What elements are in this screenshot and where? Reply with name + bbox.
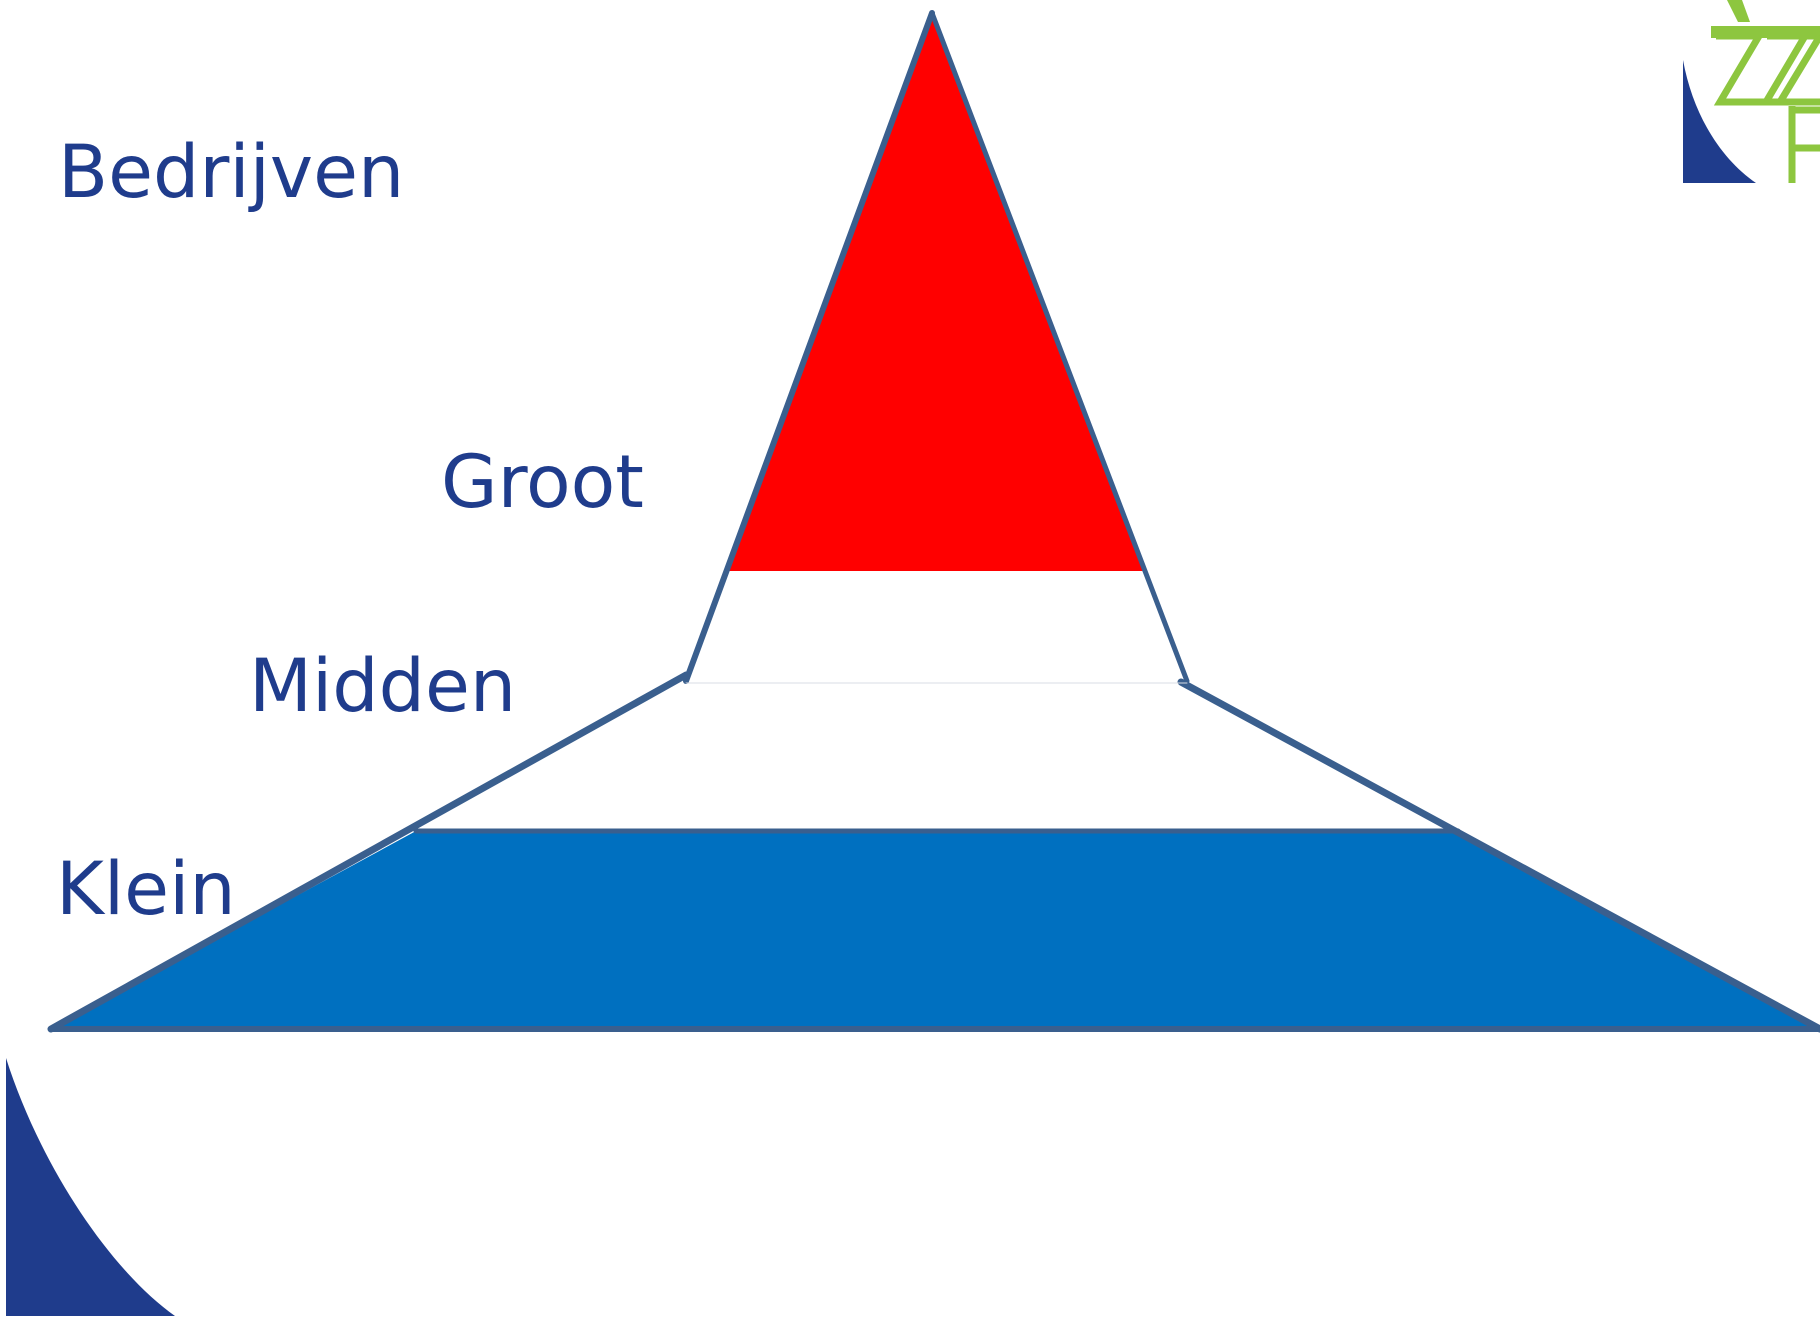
tier-klein-band bbox=[51, 831, 1820, 1029]
tier-midden-band bbox=[416, 681, 1458, 831]
diagram-title: Bedrijven bbox=[58, 130, 405, 215]
pyramid-outline bbox=[47, 10, 1820, 1033]
zzp-logo bbox=[1683, 0, 1820, 183]
tier-midden-neck bbox=[686, 571, 1187, 681]
tier-label-klein: Klein bbox=[56, 847, 236, 932]
tier-groot-band bbox=[729, 13, 1145, 571]
tier-label-midden: Midden bbox=[249, 644, 517, 729]
tier-label-groot: Groot bbox=[441, 440, 644, 525]
corner-sail-shape bbox=[6, 1058, 175, 1316]
